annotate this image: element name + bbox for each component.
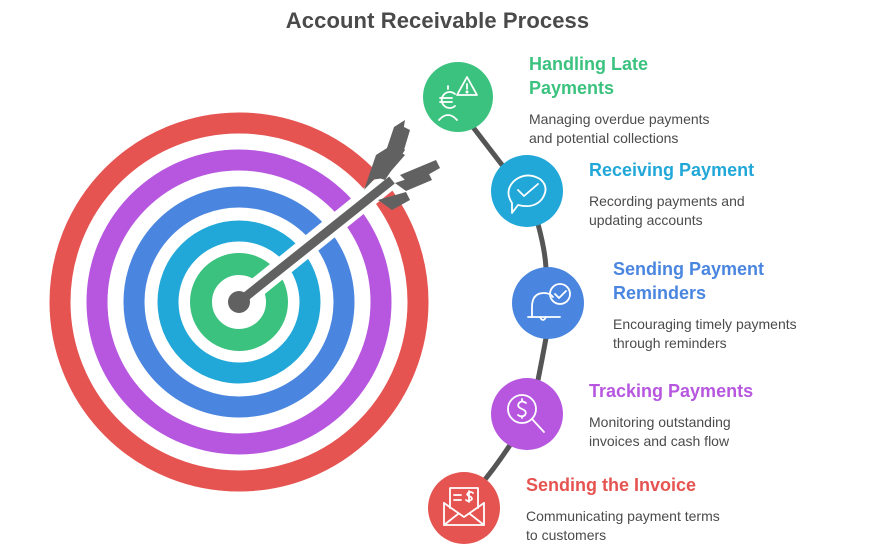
ring-green <box>190 253 288 351</box>
step-desc-line: Encouraging timely payments <box>613 316 797 332</box>
step-desc-line: and potential collections <box>529 130 679 146</box>
step-desc-line: Managing overdue payments <box>529 111 710 127</box>
ring-purple <box>86 149 392 455</box>
step-circle-receiving-payment <box>491 155 563 227</box>
step-title-line: Handling Late <box>529 54 649 74</box>
step-tracking-payments: Tracking Payments Monitoring outstanding… <box>589 379 753 451</box>
step-desc-line: updating accounts <box>589 212 703 228</box>
ring-red <box>49 112 429 492</box>
step-circle-sending-the-invoice <box>428 472 500 544</box>
step-sending-the-invoice: Sending the Invoice Communicating paymen… <box>526 473 720 545</box>
bell-check-icon <box>527 283 571 321</box>
step-title-line: Reminders <box>613 283 707 303</box>
step-title: Sending Payment Reminders <box>613 257 797 305</box>
step-title-line: Tracking Payments <box>589 381 754 401</box>
step-title: Receiving Payment <box>589 158 754 182</box>
step-handling-late-payments: Handling Late Payments Managing overdue … <box>529 52 710 148</box>
arrow-icon <box>228 120 440 313</box>
step-circle-tracking-payments <box>491 378 563 450</box>
step-desc-line: Recording payments and <box>589 193 745 209</box>
step-desc-line: through reminders <box>613 335 727 351</box>
dollar-magnifier-icon <box>507 394 545 433</box>
ring-cyan <box>157 220 321 384</box>
chat-check-icon <box>507 174 547 214</box>
diagram-title: Account Receivable Process <box>285 8 590 33</box>
step-title: Tracking Payments <box>589 379 753 403</box>
connector-line <box>463 115 549 491</box>
step-description: Monitoring outstanding invoices and cash… <box>589 413 753 451</box>
step-title-line: Receiving Payment <box>589 160 755 180</box>
step-desc-line: invoices and cash flow <box>589 433 730 449</box>
euro-person-warning-icon <box>438 76 478 121</box>
step-desc-line: to customers <box>526 527 607 543</box>
step-desc-line: Communicating payment terms <box>526 508 720 524</box>
step-description: Communicating payment terms to customers <box>526 507 720 545</box>
step-circle-handling-late-payments <box>423 62 493 132</box>
step-title-line: Payments <box>529 78 615 98</box>
step-circle-sending-payment-reminders <box>512 267 584 339</box>
step-receiving-payment: Receiving Payment Recording payments and… <box>589 158 754 230</box>
invoice-envelope-icon <box>443 487 485 526</box>
step-desc-line: Monitoring outstanding <box>589 414 731 430</box>
step-description: Encouraging timely payments through remi… <box>613 315 797 353</box>
step-title: Handling Late Payments <box>529 52 710 100</box>
ring-blue <box>123 186 355 418</box>
step-title-line: Sending the Invoice <box>526 475 697 495</box>
step-title: Sending the Invoice <box>526 473 720 497</box>
step-title-line: Sending Payment <box>613 259 765 279</box>
step-description: Recording payments and updating accounts <box>589 192 754 230</box>
step-sending-payment-reminders: Sending Payment Reminders Encouraging ti… <box>613 257 797 353</box>
step-description: Managing overdue payments and potential … <box>529 110 710 148</box>
